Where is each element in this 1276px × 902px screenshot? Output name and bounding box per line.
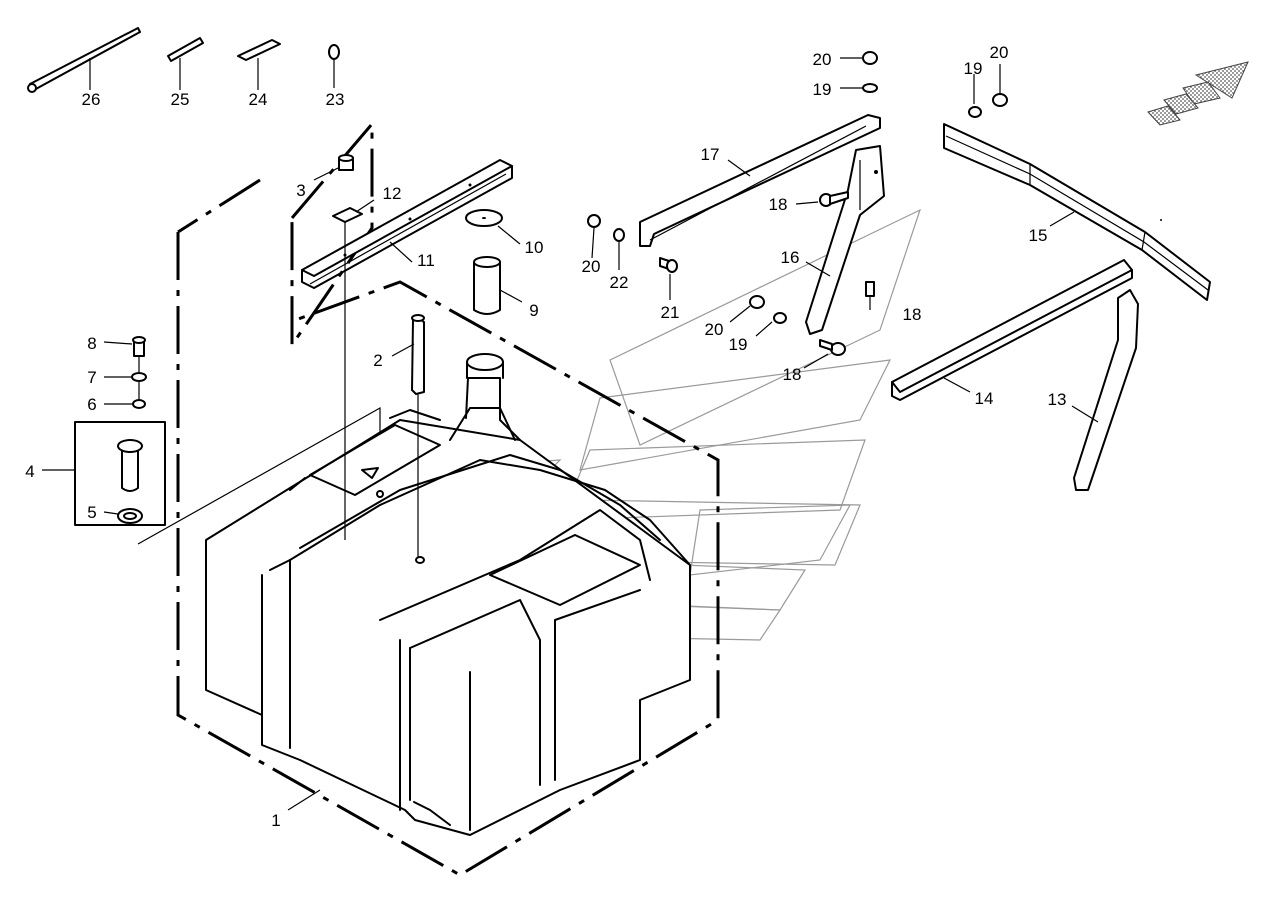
callout-19-top: 19 <box>813 80 832 99</box>
grommet-23 <box>328 44 340 60</box>
callout-11: 11 <box>417 251 435 270</box>
direction-arrow-icon <box>1147 61 1249 126</box>
callout-20-right: 20 <box>990 43 1009 62</box>
callout-19-right: 19 <box>964 59 983 78</box>
callout-19-mid: 19 <box>729 335 748 354</box>
callout-10: 10 <box>525 238 544 257</box>
strip-25 <box>167 37 204 62</box>
cable-tie <box>27 27 141 93</box>
strap-17 <box>639 114 881 247</box>
breather-group <box>74 421 166 526</box>
callout-23: 23 <box>326 90 345 109</box>
callout-15: 15 <box>1029 226 1048 245</box>
watermark-logo <box>419 208 922 641</box>
callout-6: 6 <box>87 395 96 414</box>
callout-20-top: 20 <box>813 50 832 69</box>
mounting-rail <box>301 159 513 289</box>
callout-22: 22 <box>610 273 629 292</box>
washer-22 <box>613 228 625 242</box>
washer-19-mid <box>773 312 787 324</box>
callout-3: 3 <box>296 181 305 200</box>
fuel-tank <box>205 353 691 836</box>
filler-strainer <box>473 256 501 315</box>
callout-24: 24 <box>249 90 268 109</box>
callout-16: 16 <box>781 248 800 267</box>
nut-20-right <box>992 93 1008 107</box>
cap-screw <box>338 154 354 171</box>
washer-19-top <box>862 83 878 93</box>
callout-18-side: 18 <box>903 305 922 324</box>
leader-lines <box>42 57 1099 811</box>
callout-12: 12 <box>383 184 402 203</box>
callout-9: 9 <box>529 301 538 320</box>
callout-7: 7 <box>87 368 96 387</box>
callout-labels: 1 2 3 4 5 6 7 8 9 10 11 12 13 14 15 16 1… <box>25 43 1066 830</box>
callout-4: 4 <box>25 462 34 481</box>
bracket-16 <box>805 145 885 335</box>
level-sender <box>411 314 425 564</box>
strap-13 <box>1073 289 1139 491</box>
bolt-18-lower <box>819 339 846 356</box>
callout-17: 17 <box>701 145 720 164</box>
callout-21: 21 <box>661 303 680 322</box>
clip-nut <box>332 207 363 540</box>
callout-18-lower: 18 <box>783 365 802 384</box>
bolt-18-side <box>865 281 875 297</box>
callout-5: 5 <box>87 503 96 522</box>
washer-19-right <box>968 106 982 118</box>
callout-26: 26 <box>82 90 101 109</box>
callout-18-upper: 18 <box>769 195 788 214</box>
strainer-cap <box>465 209 503 227</box>
callout-2: 2 <box>373 351 382 370</box>
callout-20-mid: 20 <box>705 320 724 339</box>
bolt-washer-stack <box>131 336 147 409</box>
pad-24 <box>237 39 281 61</box>
callout-25: 25 <box>171 90 190 109</box>
callout-14: 14 <box>975 389 994 408</box>
strap-15 <box>943 123 1211 301</box>
callout-8: 8 <box>87 334 96 353</box>
strap-14 <box>891 259 1133 401</box>
nut-20-left <box>587 214 601 228</box>
nut-20-mid <box>749 295 765 309</box>
bolt-18-upper <box>819 191 849 207</box>
callout-13: 13 <box>1048 390 1067 409</box>
callout-1: 1 <box>271 811 280 830</box>
nut-20-top <box>862 51 878 65</box>
callout-20-left: 20 <box>582 257 601 276</box>
bolt-21 <box>659 257 678 273</box>
